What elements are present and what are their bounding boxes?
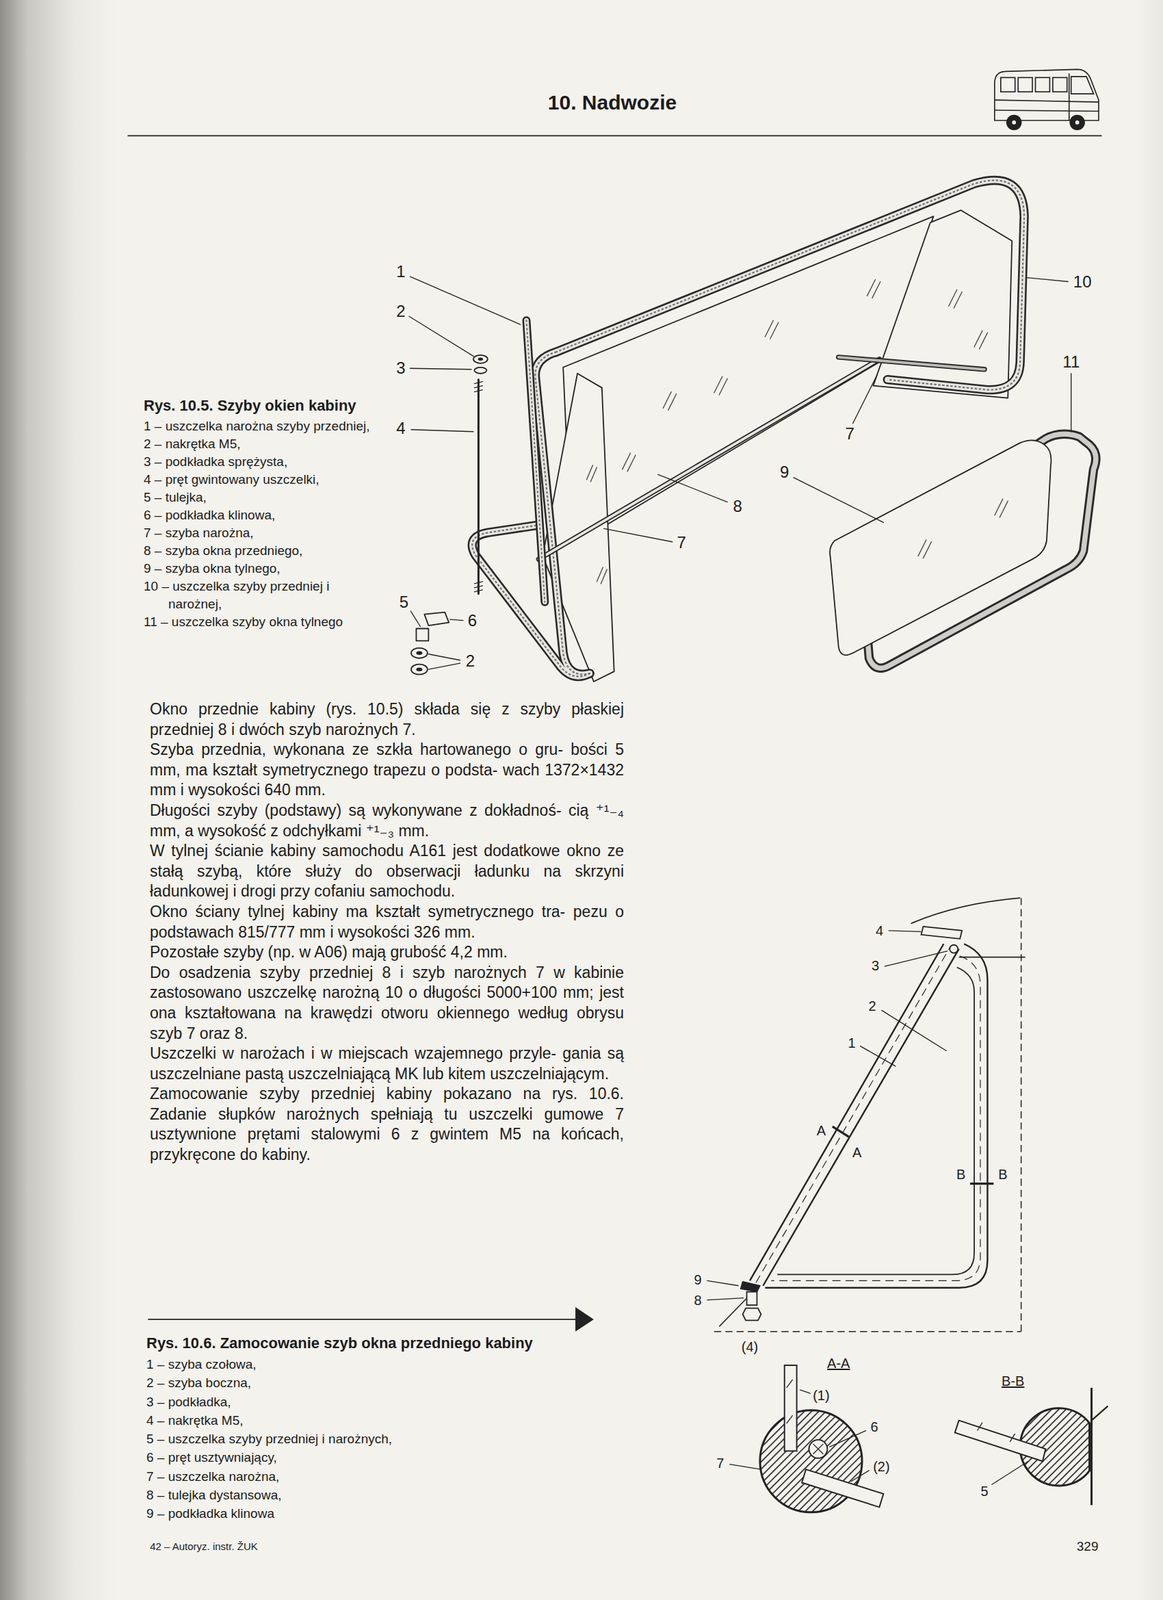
- callout-number: 2: [394, 302, 408, 321]
- legend-item: 2 – szyba boczna,: [146, 1373, 592, 1392]
- leader-lines: [409, 276, 1072, 670]
- callout-number: A: [814, 1122, 828, 1138]
- callout-number: 9: [777, 463, 791, 481]
- callout-number: (2): [870, 1458, 892, 1474]
- glass-hatch: [586, 279, 1008, 584]
- legend-item: 11 – uszczelka szyby okna tylnego: [143, 612, 384, 631]
- callout-number: 2: [866, 998, 878, 1014]
- pointer-arrow: [147, 1306, 594, 1332]
- figure-caption: Rys. 10.6. Zamocowanie szyb okna przedni…: [146, 1332, 592, 1354]
- callout-number: 1: [394, 262, 408, 281]
- window-mounting-drawing: [706, 897, 1108, 1512]
- callout-number: 8: [730, 497, 744, 516]
- callout-number: 4: [873, 922, 886, 938]
- legend-item: 3 – podkładka,: [146, 1392, 592, 1411]
- callout-number: A: [850, 1144, 864, 1160]
- callout-number: 9: [691, 1271, 704, 1287]
- callout-number: 4: [394, 419, 408, 438]
- page-heading: 10. Nadwozie: [547, 90, 677, 114]
- legend-item: 7 – uszczelka narożna,: [146, 1466, 592, 1486]
- legend-item: 10 – uszczelka szyby przedniej i narożne…: [143, 577, 384, 613]
- callout-number: 3: [869, 957, 882, 973]
- legend-item: 8 – tulejka dystansowa,: [146, 1485, 592, 1504]
- windshield-assembly: [409, 180, 1096, 683]
- body-text: Okno przednie kabiny (rys. 10.5) składa …: [149, 699, 624, 1166]
- legend-item: 2 – nakrętka M5,: [143, 435, 384, 453]
- legend-item: 5 – tulejka,: [143, 488, 384, 507]
- legend-item: 7 – szyba narożna,: [143, 524, 384, 542]
- legend-item: 1 – szyba czołowa,: [146, 1354, 592, 1374]
- callout-number: 5: [978, 1483, 990, 1499]
- page-footer: 42 – Autoryz. instr. ŽUK: [147, 1539, 260, 1552]
- body-paragraph: Do osadzenia szyby przedniej 8 i szyb na…: [149, 962, 624, 1044]
- legend-item: 6 – pręt usztywniający,: [146, 1447, 592, 1467]
- callout-number: 5: [397, 593, 411, 611]
- callout-number: 8: [691, 1292, 704, 1308]
- body-paragraph: Okno ściany tylnej kabiny ma kształt sym…: [149, 901, 624, 943]
- legend-item: 9 – podkładka klinowa: [146, 1503, 592, 1523]
- body-paragraph: W tylnej ścianie kabiny samochodu A161 j…: [149, 840, 624, 902]
- body-paragraph: Długości szyby (podstawy) są wykonywane …: [149, 800, 624, 841]
- section-label: B-B: [999, 1373, 1027, 1389]
- figure-legend: Rys. 10.5. Szyby okien kabiny1 – uszczel…: [143, 395, 384, 631]
- header-rule: [127, 134, 1102, 137]
- callout-number: (1): [810, 1387, 832, 1403]
- body-paragraph: Uszczelki w narożach i w miejscach wzaje…: [149, 1043, 624, 1084]
- figure-caption: Rys. 10.5. Szyby okien kabiny: [143, 395, 384, 416]
- callout-number: 7: [674, 533, 688, 552]
- callout-number: B: [996, 1166, 1010, 1182]
- callout-number: 2: [463, 651, 477, 670]
- callout-number: (4): [739, 1338, 761, 1354]
- body-paragraph: Szyba przednia, wykonana ze szkła hartow…: [149, 739, 624, 801]
- legend-item: 9 – szyba okna tylnego,: [143, 559, 384, 578]
- callout-number: 7: [714, 1455, 726, 1471]
- callout-number: 3: [394, 359, 408, 377]
- page-number: 329: [1074, 1538, 1101, 1553]
- legend-item: 4 – pręt gwintowany uszczelki,: [143, 470, 384, 489]
- legend-item: 3 – podkładka sprężysta,: [143, 452, 384, 471]
- van-icon: [994, 69, 1099, 130]
- callout-number: B: [954, 1166, 968, 1182]
- section-label: A-A: [825, 1355, 852, 1371]
- callout-number: 6: [868, 1418, 880, 1434]
- callout-number: 11: [1060, 353, 1082, 371]
- legend-item: 4 – nakrętka M5,: [146, 1410, 592, 1430]
- legend-item: 8 – szyba okna przedniego,: [143, 541, 384, 560]
- body-paragraph: Okno przednie kabiny (rys. 10.5) składa …: [149, 699, 624, 740]
- body-paragraph: Pozostałe szyby (np. w A06) mają grubość…: [149, 942, 624, 963]
- callout-number: 10: [1071, 272, 1094, 291]
- legend-item: 1 – uszczelka narożna szyby przedniej,: [143, 417, 384, 436]
- figure-legend: Rys. 10.6. Zamocowanie szyb okna przedni…: [146, 1332, 592, 1523]
- callout-number: 7: [843, 424, 857, 443]
- legend-item: 6 – podkładka klinowa,: [143, 506, 384, 525]
- callout-number: 6: [465, 611, 479, 630]
- callout-number: 1: [846, 1035, 858, 1051]
- legend-item: 5 – uszczelka szyby przedniej i narożnyc…: [146, 1429, 592, 1448]
- body-paragraph: Zamocowanie szyby przedniej kabiny pokaz…: [149, 1083, 624, 1165]
